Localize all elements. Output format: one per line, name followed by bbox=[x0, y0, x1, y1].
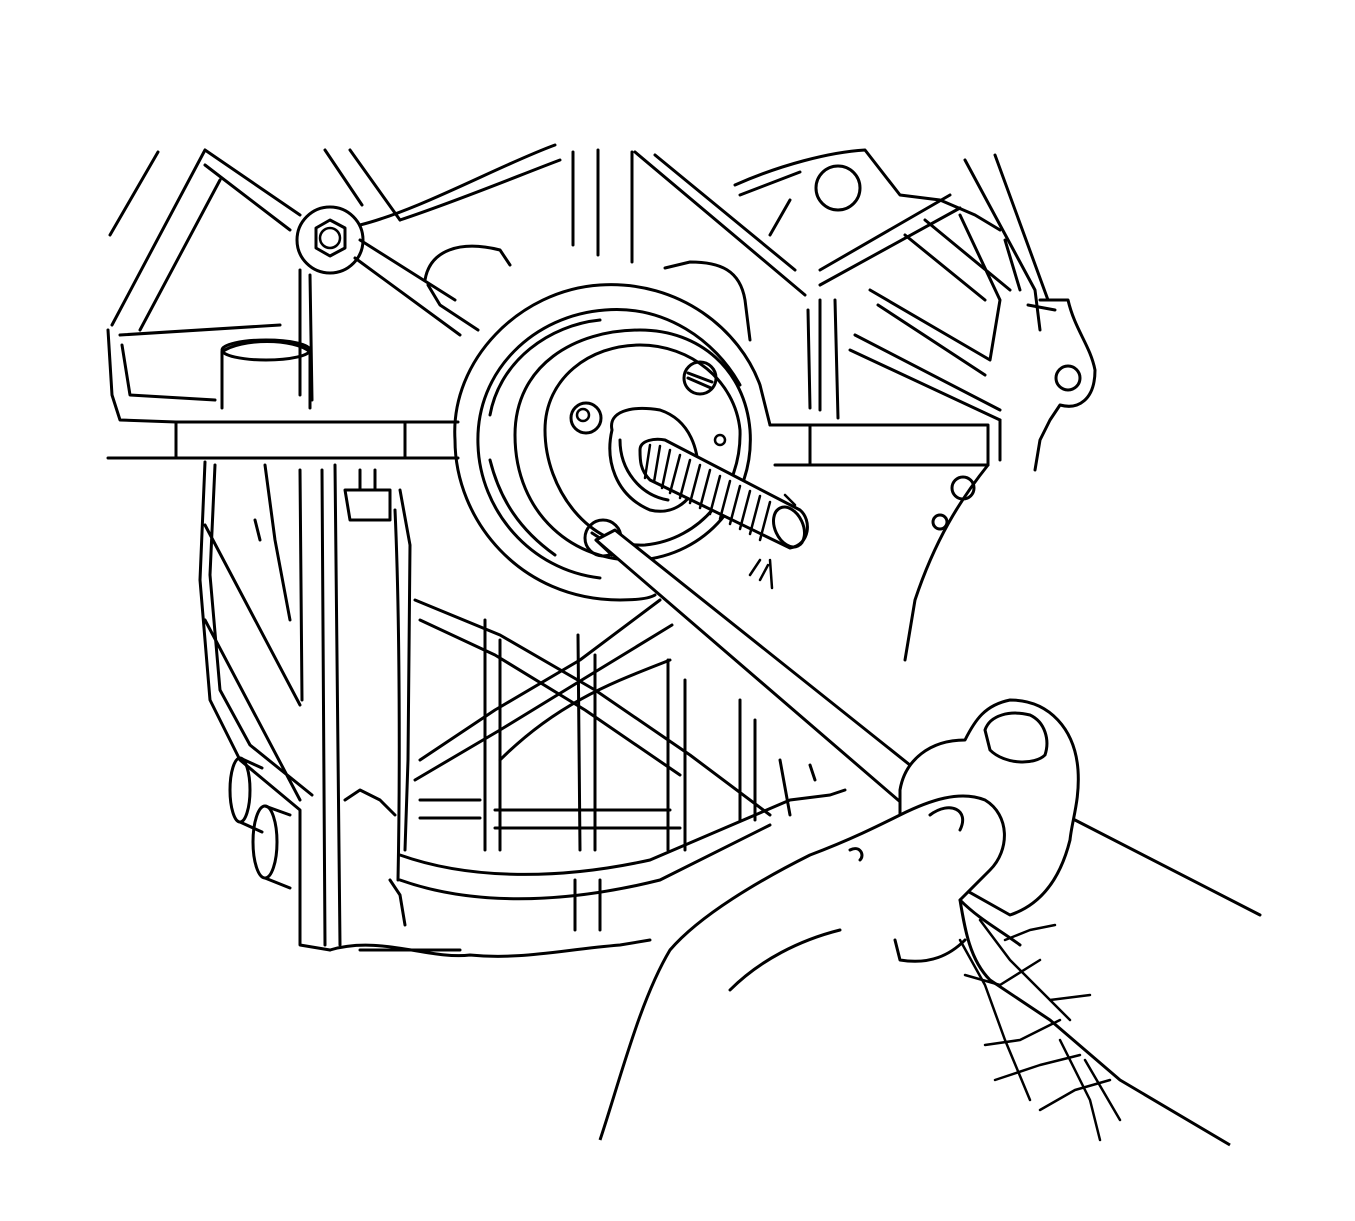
bolt-boss-outer bbox=[295, 205, 365, 275]
skin-wrinkles bbox=[958, 918, 1122, 1142]
tool-body-rim bbox=[543, 343, 742, 547]
hand-palm-line bbox=[958, 818, 1262, 947]
bottom-rail bbox=[328, 788, 847, 958]
port-left-a-body bbox=[238, 756, 264, 834]
seal-outer-ring bbox=[453, 283, 772, 602]
thumbnail bbox=[983, 711, 1049, 764]
housing-right-upper bbox=[633, 148, 1002, 420]
port-left-b bbox=[251, 804, 279, 880]
hex-socket-ring bbox=[318, 226, 342, 250]
housing-top-outline bbox=[358, 143, 634, 264]
interior-flange bbox=[343, 468, 412, 882]
grid-ribs bbox=[413, 598, 772, 852]
hand bbox=[598, 698, 1262, 1147]
housing-bump bbox=[423, 244, 512, 332]
round-hole-top-right bbox=[814, 164, 862, 212]
screw-slot-top bbox=[686, 371, 714, 390]
lower-block-left bbox=[198, 460, 342, 952]
small-hole-right bbox=[713, 433, 727, 447]
screw-head-top bbox=[682, 360, 718, 396]
tool-marks bbox=[748, 493, 797, 590]
housing-right-edge bbox=[903, 418, 1002, 662]
housing-rib-diagonal bbox=[298, 238, 462, 402]
seal-installer-tool bbox=[453, 283, 809, 602]
ear-hole bbox=[1054, 364, 1082, 392]
tool-body-disc bbox=[513, 328, 752, 562]
cylindrical-boss-left bbox=[220, 340, 312, 410]
engine-block-housing bbox=[106, 143, 1097, 958]
seal-second-ring bbox=[476, 308, 742, 580]
dowel-hole-right-a bbox=[950, 475, 976, 501]
screw-hole-left-inner bbox=[575, 407, 591, 423]
housing-rib-upper-left bbox=[110, 148, 402, 402]
port-left-a bbox=[228, 756, 252, 824]
screwdriver-tip bbox=[594, 538, 614, 557]
flange-band bbox=[106, 420, 990, 467]
finger-back bbox=[598, 794, 1231, 1147]
bottom-rail-ribs bbox=[573, 758, 817, 932]
housing-left-edge bbox=[106, 150, 178, 424]
port-left-b-body bbox=[263, 804, 292, 890]
threaded-rod bbox=[638, 437, 809, 550]
knuckle-creases bbox=[728, 806, 967, 992]
cylindrical-boss-top bbox=[220, 338, 312, 362]
seal-third-ring bbox=[488, 318, 602, 557]
screw-hole-left bbox=[569, 401, 603, 435]
dowel-hole-right-b bbox=[931, 513, 949, 531]
housing-right-web bbox=[848, 153, 1050, 422]
hex-bolt-head bbox=[314, 218, 347, 258]
housing-right-ear bbox=[1026, 298, 1097, 472]
